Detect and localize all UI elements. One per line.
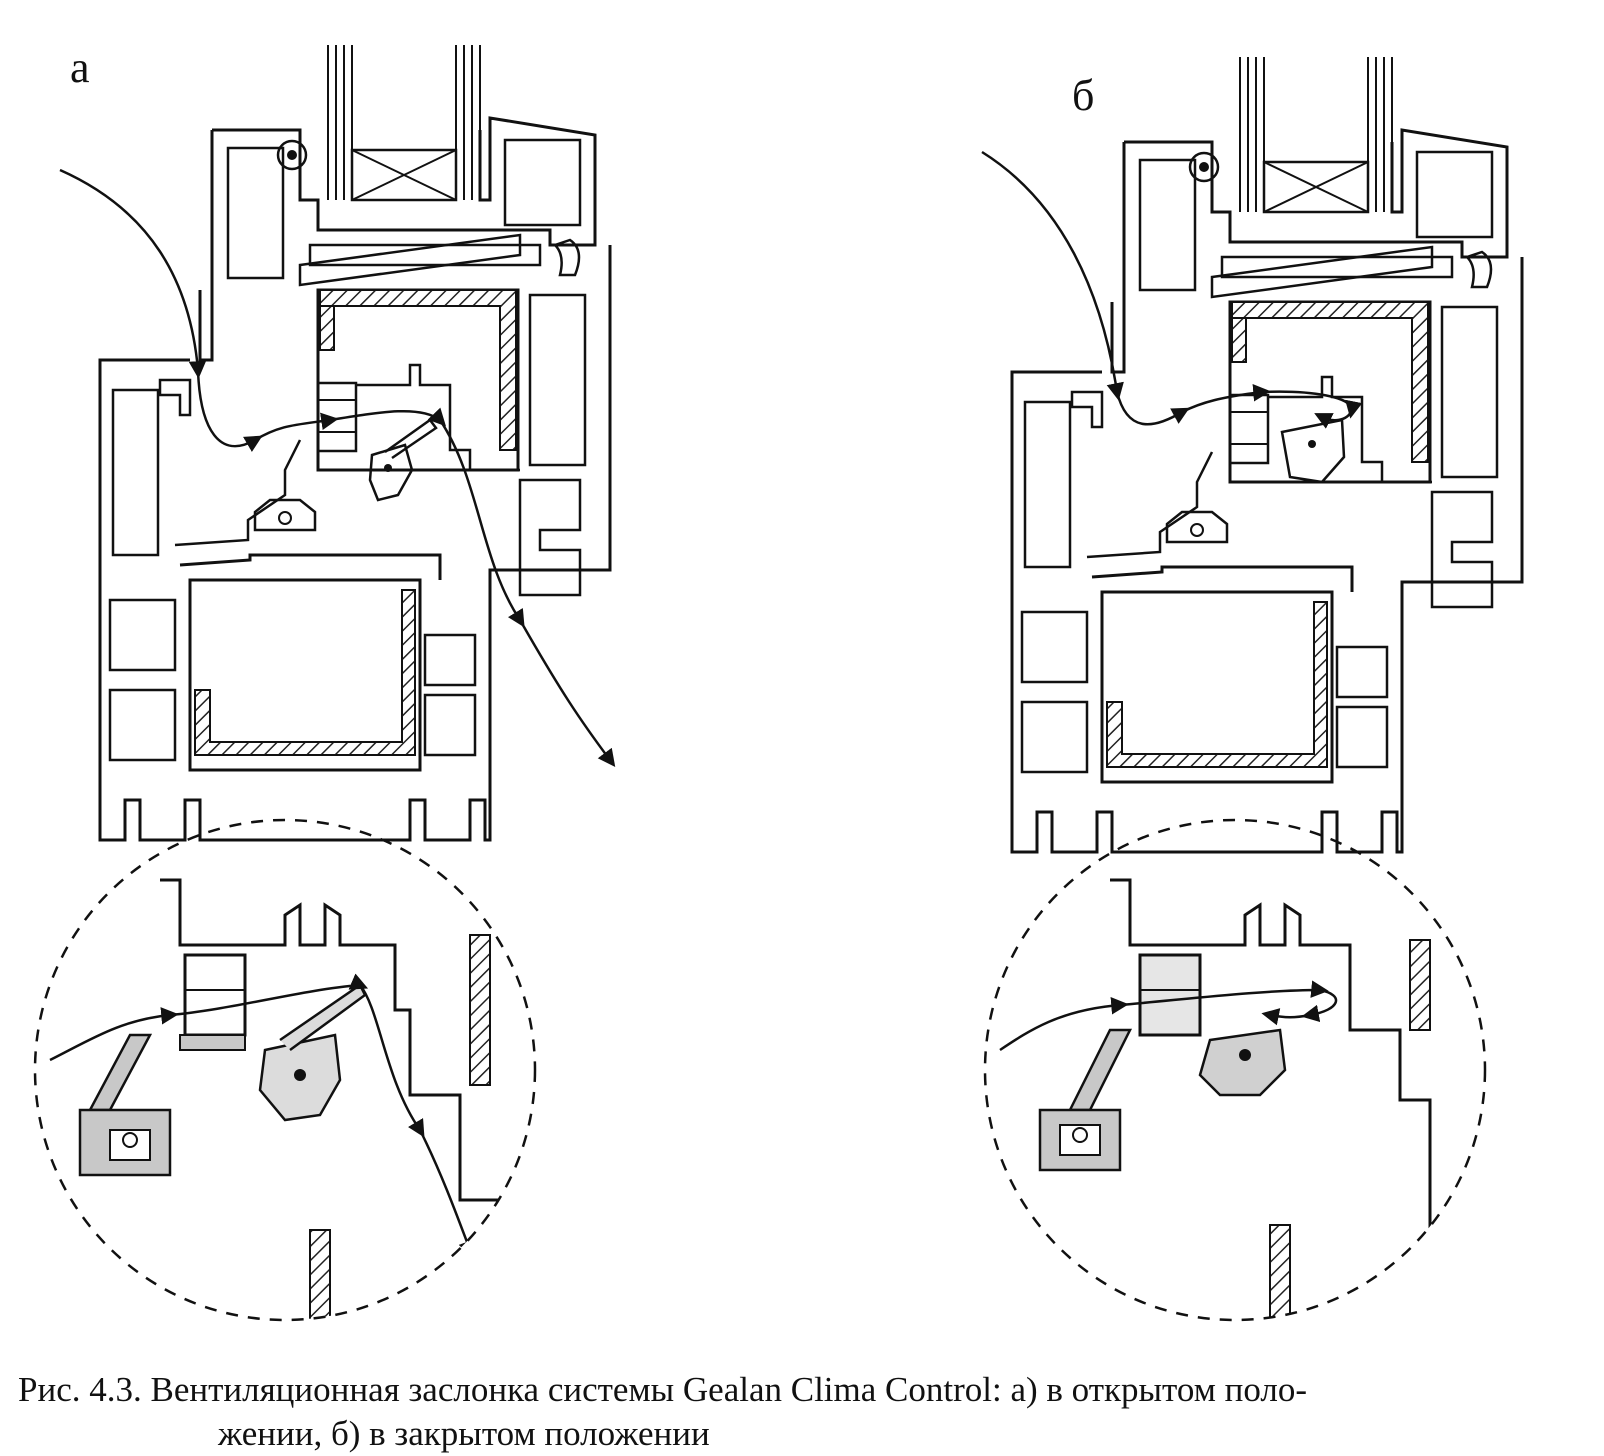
flap-closed-icon	[1280, 418, 1346, 484]
panel-b-label: б	[1072, 71, 1095, 120]
panel-b-cross-section	[981, 55, 1524, 854]
panel-a-detail	[33, 818, 537, 1322]
caption-line-1: Рис. 4.3. Вентиляционная заслонка систем…	[18, 1370, 1307, 1409]
airflow-arrow-icon	[59, 168, 616, 768]
panel-a-cross-section	[59, 43, 616, 842]
panel-a-label: а	[70, 43, 90, 92]
diagram-canvas	[33, 43, 1524, 1322]
caption-line-2: жении, б) в закрытом положении	[218, 1414, 710, 1453]
figure-caption: Рис. 4.3. Вентиляционная заслонка систем…	[18, 1368, 1588, 1456]
flap-open-icon	[368, 443, 414, 502]
detail-airflow-arrow-icon	[49, 973, 476, 1259]
panel-b-detail	[983, 818, 1487, 1322]
airflow-blocked-arrow-icon	[981, 150, 1363, 429]
detail-blocked-arrow-icon	[999, 980, 1338, 1052]
